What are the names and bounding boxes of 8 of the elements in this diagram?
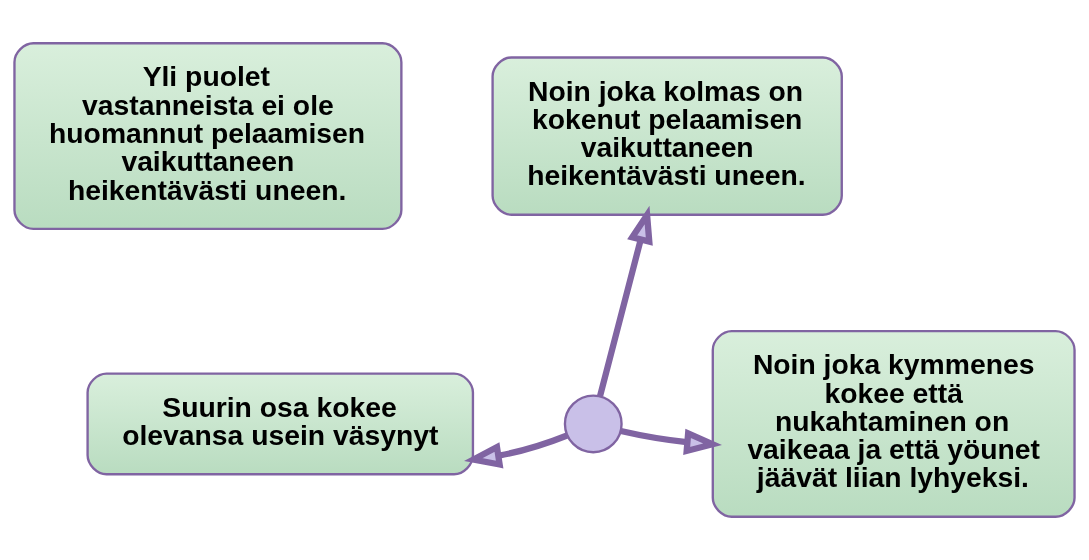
node-box: Suurin osa kokee olevansa usein väsynyt	[86, 372, 475, 476]
arrow	[464, 432, 569, 469]
node-box: Noin joka kymmenes kokee että nukahtaminen on vaikeaa ja että yöunet jäävät liian lyhyeksi.	[711, 329, 1076, 518]
node-circle	[563, 394, 623, 454]
node-box: Noin joka kolmas on kokenut pelaamisen vaikuttaneen heikentävästi uneen.	[491, 56, 843, 216]
arrow	[620, 427, 722, 456]
node-box: Yli puolet vastanneista ei ole huomannut pelaamisen vaikuttaneen heikentävästi uneen.	[13, 42, 403, 231]
arrow	[597, 205, 653, 397]
